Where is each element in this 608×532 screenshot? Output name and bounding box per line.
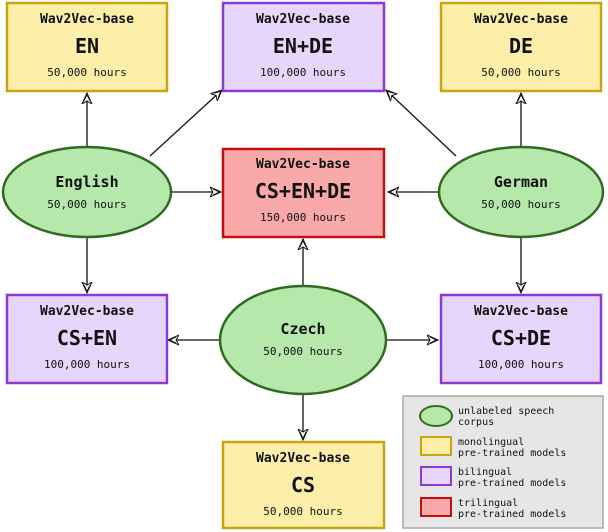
model-box-cs-de-langs: CS+DE (491, 326, 551, 350)
model-box-en: Wav2Vec-base EN 50,000 hours (5, 1, 169, 93)
model-box-cs-en-de-hours: 150,000 hours (260, 211, 346, 224)
speech-node-english-name: English (55, 173, 118, 191)
model-box-en-de-hours: 100,000 hours (260, 66, 346, 79)
speech-node-czech-name: Czech (280, 320, 325, 338)
model-box-en-de-langs: EN+DE (273, 34, 333, 58)
model-box-cs-arch: Wav2Vec-base (256, 451, 350, 466)
model-box-cs-en: Wav2Vec-base CS+EN 100,000 hours (5, 293, 169, 385)
arrows (87, 90, 521, 440)
model-box-cs-de-hours: 100,000 hours (478, 358, 564, 371)
model-box-cs-en-de: Wav2Vec-base CS+EN+DE 150,000 hours (221, 147, 386, 239)
legend-swatch-tri (420, 497, 452, 517)
model-box-de-frame (439, 1, 603, 93)
model-box-cs-de: Wav2Vec-base CS+DE 100,000 hours (439, 293, 603, 385)
legend-label-speech-1: unlabeled speech (458, 406, 554, 417)
model-box-en-frame (5, 1, 169, 93)
legend-label-tri-1: trilingual (458, 498, 518, 509)
model-box-cs-en-arch: Wav2Vec-base (40, 304, 134, 319)
speech-node-german-hours: 50,000 hours (481, 198, 560, 211)
model-box-en-de-arch: Wav2Vec-base (256, 12, 350, 27)
legend-swatch-bi (420, 466, 452, 486)
model-box-de-hours: 50,000 hours (481, 66, 560, 79)
model-box-cs-en-langs: CS+EN (57, 326, 117, 350)
speech-node-german-shape (437, 145, 605, 239)
model-box-cs-langs: CS (291, 473, 315, 497)
model-box-en-hours: 50,000 hours (47, 66, 126, 79)
speech-node-czech-shape (218, 284, 388, 396)
legend-item-mono: monolingual pre-trained models (420, 436, 566, 459)
speech-node-czech-hours: 50,000 hours (263, 345, 342, 358)
arrow-german-to-en-de (386, 90, 457, 157)
model-box-en-langs: EN (75, 34, 99, 58)
model-box-cs-hours: 50,000 hours (263, 505, 342, 518)
legend-label-tri-2: pre-trained models (458, 509, 566, 520)
model-box-cs-en-frame (5, 293, 169, 385)
legend-label-bi-1: bilingual (458, 467, 512, 478)
legend-label-speech-2: corpus (458, 417, 494, 428)
model-box-en-de: Wav2Vec-base EN+DE 100,000 hours (221, 1, 386, 93)
legend: unlabeled speech corpus monolingual pre-… (402, 395, 604, 529)
model-box-cs-en-de-frame (221, 147, 386, 239)
legend-label-bi-2: pre-trained models (458, 478, 566, 489)
model-box-en-de-frame (221, 1, 386, 93)
model-box-de-langs: DE (509, 34, 533, 58)
legend-item-bi: bilingual pre-trained models (420, 466, 566, 489)
legend-label-mono-2: pre-trained models (458, 448, 566, 459)
model-box-cs-de-frame (439, 293, 603, 385)
speech-node-english-shape (1, 145, 173, 239)
speech-node-english: English 50,000 hours (1, 145, 173, 239)
model-box-cs-frame (221, 440, 386, 530)
model-box-cs-en-de-langs: CS+EN+DE (255, 179, 351, 203)
speech-node-german: German 50,000 hours (437, 145, 605, 239)
legend-swatch-speech (419, 405, 453, 427)
model-box-cs-en-de-arch: Wav2Vec-base (256, 157, 350, 172)
model-box-de-arch: Wav2Vec-base (474, 12, 568, 27)
speech-node-english-hours: 50,000 hours (47, 198, 126, 211)
model-box-cs-de-arch: Wav2Vec-base (474, 304, 568, 319)
legend-swatch-mono (420, 436, 452, 456)
legend-item-speech: unlabeled speech corpus (419, 405, 554, 428)
speech-node-czech: Czech 50,000 hours (218, 284, 388, 396)
model-box-cs: Wav2Vec-base CS 50,000 hours (221, 440, 386, 530)
legend-item-tri: trilingual pre-trained models (420, 497, 566, 520)
model-box-en-arch: Wav2Vec-base (40, 12, 134, 27)
arrow-english-to-en-de (149, 90, 222, 157)
model-box-cs-en-hours: 100,000 hours (44, 358, 130, 371)
model-box-de: Wav2Vec-base DE 50,000 hours (439, 1, 603, 93)
legend-label-mono-1: monolingual (458, 437, 524, 448)
speech-node-german-name: German (494, 173, 548, 191)
